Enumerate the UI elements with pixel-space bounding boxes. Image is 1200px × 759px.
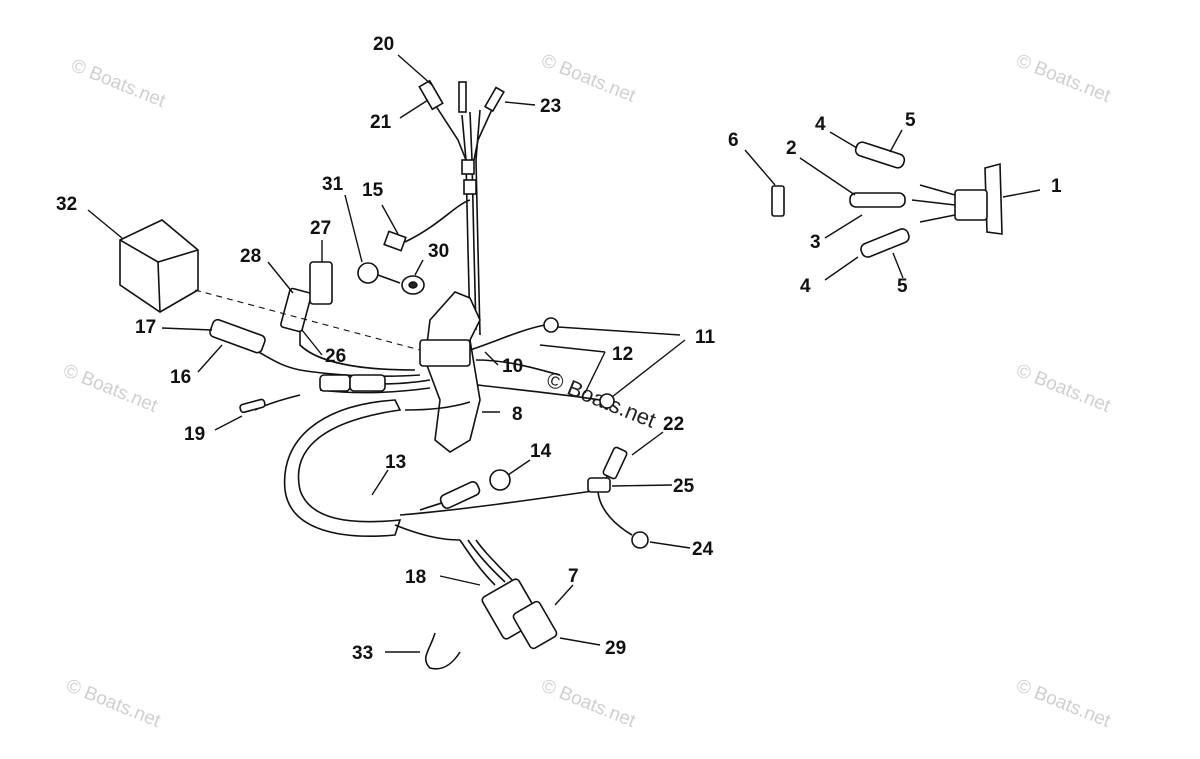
callout-label: 23 <box>540 96 561 117</box>
callout-label: 7 <box>568 566 579 587</box>
callout-label: 4 <box>800 276 811 297</box>
callout-label: 14 <box>530 441 552 462</box>
watermark: © Boats.net <box>1013 360 1114 417</box>
callout-label: 30 <box>428 241 449 262</box>
callout-label: 20 <box>373 34 394 55</box>
watermark: © Boats.net <box>60 360 161 417</box>
callout-label: 5 <box>897 276 908 297</box>
callout-label: 2 <box>786 138 797 159</box>
callout-label: 19 <box>184 424 205 445</box>
callout-label: 18 <box>405 567 426 588</box>
callouts: 1 2 3 4 4 5 5 6 7 8 10 11 12 13 14 15 16… <box>56 34 1062 664</box>
watermark: © Boats.net <box>68 55 169 112</box>
clip-part <box>425 632 461 670</box>
callout-label: 3 <box>810 232 821 253</box>
leader-lines <box>87 54 1041 653</box>
callout-label: 27 <box>310 218 331 239</box>
callout-label: 32 <box>56 194 77 215</box>
callout-label: 28 <box>240 246 261 267</box>
main-harness <box>119 79 649 650</box>
watermark: © Boats.net <box>1013 50 1114 107</box>
switch-assembly <box>771 141 1003 258</box>
callout-label: 4 <box>815 114 826 135</box>
callout-label: 5 <box>905 110 916 131</box>
callout-label: 11 <box>695 327 716 348</box>
callout-label: 33 <box>352 643 373 664</box>
callout-label: 22 <box>663 414 684 435</box>
callout-label: 31 <box>322 174 344 195</box>
callout-label: 1 <box>1051 176 1062 197</box>
callout-label: 16 <box>170 367 191 388</box>
callout-label: 15 <box>362 180 384 201</box>
callout-label: 26 <box>325 346 346 367</box>
callout-label: 8 <box>512 404 523 425</box>
callout-label: 10 <box>502 356 523 377</box>
watermark: © Boats.net <box>63 675 164 732</box>
watermarks: © Boats.net © Boats.net © Boats.net © Bo… <box>60 50 1114 732</box>
callout-label: 25 <box>673 476 695 497</box>
callout-label: 6 <box>728 130 739 151</box>
callout-label: 17 <box>135 317 156 338</box>
watermark: © Boats.net <box>538 675 639 732</box>
callout-label: 24 <box>692 539 714 560</box>
watermark: © Boats.net <box>1013 675 1114 732</box>
callout-label: 13 <box>385 452 406 473</box>
callout-label: 21 <box>370 112 392 133</box>
callout-label: 29 <box>605 638 626 659</box>
callout-label: 12 <box>612 344 633 365</box>
